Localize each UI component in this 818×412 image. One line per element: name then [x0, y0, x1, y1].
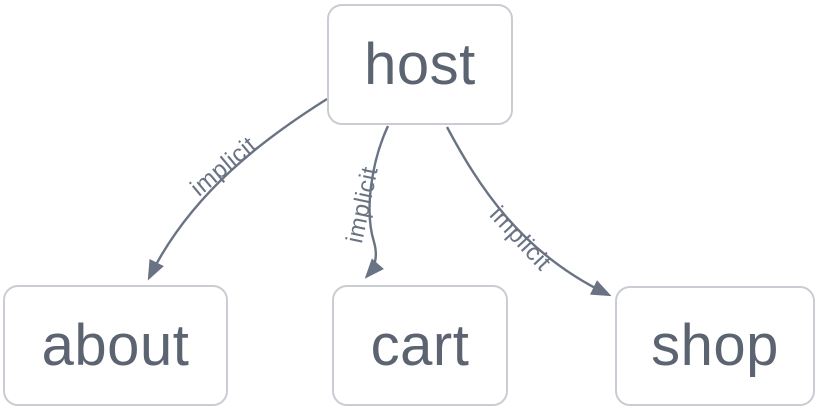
node-host-label: host [364, 31, 476, 97]
edge-host-about [147, 97, 328, 281]
node-shop-label: shop [651, 313, 779, 378]
edge-host-cart [364, 125, 390, 279]
node-about-label: about [41, 312, 190, 378]
node-about: about [3, 285, 228, 406]
node-cart-label: cart [370, 312, 470, 378]
node-cart: cart [332, 285, 508, 406]
node-host: host [327, 4, 513, 125]
node-shop: shop [615, 286, 815, 406]
edge-host-shop [445, 126, 612, 297]
